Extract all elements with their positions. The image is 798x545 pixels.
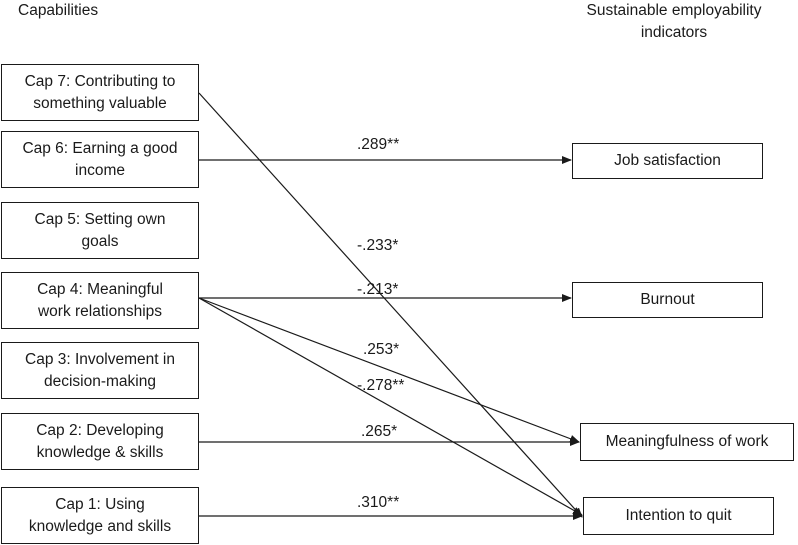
capability-line1: Cap 5: Setting own [34, 210, 166, 228]
capability-line2: work relationships [37, 302, 163, 320]
capability-line1: Cap 4: Meaningful [37, 280, 163, 298]
indicator-box-burnout: Burnout [572, 282, 763, 318]
capability-box-cap5: Cap 5: Setting own goals [1, 202, 199, 259]
capability-line2: decision-making [43, 372, 156, 390]
indicators-header: Sustainable employability indicators [574, 0, 774, 44]
capability-line2: knowledge & skills [36, 443, 164, 461]
capability-box-cap4: Cap 4: Meaningful work relationships [1, 272, 199, 329]
arrow-cap4-meaningfulness [198, 297, 580, 443]
indicator-label: Job satisfaction [614, 152, 721, 169]
coefficient-cap4-meaningfulness: .253* [363, 341, 400, 358]
capability-line1: Cap 1: Using [55, 495, 145, 513]
coefficient-cap2-meaningfulness: .265* [361, 423, 398, 440]
capability-box-cap2: Cap 2: Developing knowledge & skills [1, 413, 199, 470]
capability-line1: Cap 7: Contributing to [24, 72, 176, 90]
capability-box-cap3: Cap 3: Involvement in decision-making [1, 342, 199, 399]
coefficient-cap7-quit: -.233* [357, 237, 399, 254]
capability-line2: something valuable [33, 94, 167, 112]
indicator-label: Meaningfulness of work [605, 433, 769, 450]
capabilities-header-text: Capabilities [18, 2, 99, 19]
coefficient-cap1-quit: .310** [357, 494, 400, 511]
capability-box-cap6: Cap 6: Earning a good income [1, 131, 199, 188]
indicator-box-job-satisfaction: Job satisfaction [572, 143, 763, 179]
indicator-box-intention-to-quit: Intention to quit [583, 497, 774, 535]
indicator-box-meaningfulness: Meaningfulness of work [580, 423, 794, 461]
capability-line1: Cap 2: Developing [36, 421, 164, 439]
capability-box-cap7: Cap 7: Contributing to something valuable [1, 64, 199, 121]
indicator-label: Intention to quit [625, 507, 732, 524]
coefficient-cap4-quit: -.278** [357, 377, 405, 394]
capability-line2: income [75, 161, 125, 179]
capability-line2: knowledge and skills [28, 517, 172, 535]
indicator-label: Burnout [640, 291, 695, 308]
capability-line1: Cap 3: Involvement in [25, 350, 175, 368]
arrow-cap4-intention-to-quit [198, 297, 583, 516]
coefficient-cap4-burnout: -.213* [357, 281, 399, 298]
capability-line2: goals [81, 232, 119, 250]
capability-box-cap1: Cap 1: Using knowledge and skills [1, 487, 199, 544]
capability-line1: Cap 6: Earning a good [22, 139, 178, 157]
indicators-header-line2: indicators [640, 24, 708, 41]
arrow-cap7-intention-to-quit [198, 92, 583, 518]
coefficient-cap6-job: .289** [357, 136, 400, 153]
capabilities-header: Capabilities [18, 0, 98, 22]
indicators-header-line1: Sustainable employability [586, 2, 762, 19]
